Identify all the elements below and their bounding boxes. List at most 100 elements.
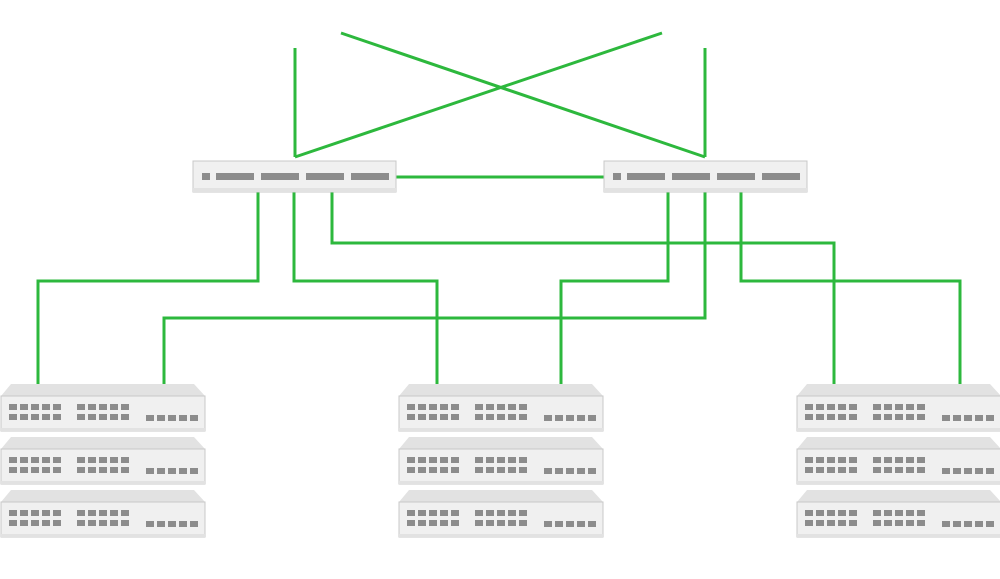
port [519, 520, 527, 526]
uplink-port [942, 521, 950, 527]
uplink-port [566, 468, 574, 474]
uplink-port [146, 468, 154, 474]
port [110, 414, 118, 420]
port [440, 467, 448, 473]
port [475, 510, 483, 516]
port [99, 457, 107, 463]
port [31, 510, 39, 516]
port [451, 457, 459, 463]
port [906, 520, 914, 526]
access-switch-stack [398, 384, 604, 538]
spine-switch [603, 160, 808, 193]
port [917, 510, 925, 516]
port [42, 510, 50, 516]
uplink-port [975, 468, 983, 474]
port [906, 404, 914, 410]
port [884, 457, 892, 463]
port [838, 414, 846, 420]
uplink-port [555, 468, 563, 474]
port [20, 404, 28, 410]
port [407, 457, 415, 463]
port [895, 404, 903, 410]
port [440, 520, 448, 526]
port [816, 510, 824, 516]
uplink-port [588, 468, 596, 474]
access-switch [398, 437, 604, 485]
uplink-port [168, 468, 176, 474]
uplink-port [942, 468, 950, 474]
uplink-port [555, 415, 563, 421]
port [838, 510, 846, 516]
port [816, 520, 824, 526]
uplink-port [953, 468, 961, 474]
uplink-port [588, 521, 596, 527]
uplink-port [953, 521, 961, 527]
port [9, 510, 17, 516]
uplink-port [179, 415, 187, 421]
port [884, 520, 892, 526]
port [418, 467, 426, 473]
port [475, 457, 483, 463]
port [475, 520, 483, 526]
port [838, 457, 846, 463]
uplink-port [190, 521, 198, 527]
uplink-port [986, 521, 994, 527]
uplink-port [975, 521, 983, 527]
port [429, 467, 437, 473]
port-group [261, 173, 299, 180]
port [99, 510, 107, 516]
port [429, 414, 437, 420]
links-layer [36, 31, 962, 384]
port [407, 520, 415, 526]
uplink-port [975, 415, 983, 421]
port [497, 520, 505, 526]
port [77, 520, 85, 526]
uplink-port [577, 521, 585, 527]
port [418, 404, 426, 410]
access-switch [0, 490, 206, 538]
port [497, 457, 505, 463]
uplink-port [964, 521, 972, 527]
port [110, 510, 118, 516]
port [917, 414, 925, 420]
port [827, 467, 835, 473]
port [849, 404, 857, 410]
link-spine-left-stack-left [36, 192, 260, 384]
uplink-port [544, 521, 552, 527]
uplink-port [986, 468, 994, 474]
port [407, 467, 415, 473]
port [451, 404, 459, 410]
port [99, 467, 107, 473]
port [9, 414, 17, 420]
port [486, 404, 494, 410]
uplink-port [179, 521, 187, 527]
port [20, 520, 28, 526]
port [31, 457, 39, 463]
port [519, 414, 527, 420]
port [805, 520, 813, 526]
port [88, 520, 96, 526]
port [88, 457, 96, 463]
link-spine-right-uplink-left [340, 31, 706, 159]
link-spine-left-uplink-right [294, 31, 663, 159]
port [99, 414, 107, 420]
uplink-port [190, 415, 198, 421]
port [519, 510, 527, 516]
port [53, 467, 61, 473]
port [20, 510, 28, 516]
port [486, 457, 494, 463]
port [519, 404, 527, 410]
access-switch [796, 490, 1000, 538]
port [121, 457, 129, 463]
port [475, 404, 483, 410]
port [805, 457, 813, 463]
port [917, 404, 925, 410]
port [497, 510, 505, 516]
port [917, 457, 925, 463]
port [53, 520, 61, 526]
port [508, 414, 516, 420]
port [508, 510, 516, 516]
port [53, 457, 61, 463]
port [42, 404, 50, 410]
port [917, 467, 925, 473]
